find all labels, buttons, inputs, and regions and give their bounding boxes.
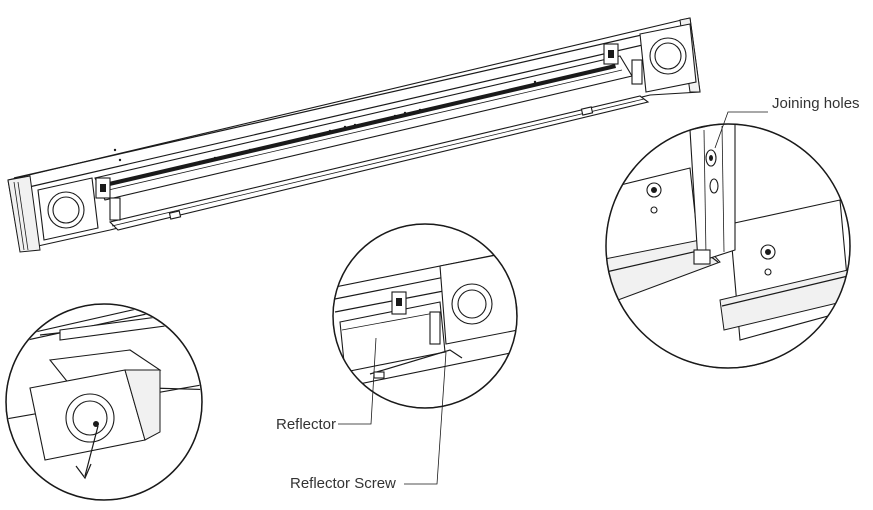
detail-reflector-screw [332, 223, 518, 409]
label-joining-holes: Joining holes [772, 95, 860, 112]
linear-fixture-housing [7, 17, 701, 253]
callout-reflector: Reflector [276, 337, 377, 433]
label-reflector: Reflector [276, 416, 336, 433]
detail-downlight-removal [5, 303, 203, 501]
callout-reflector-screw: Reflector Screw [290, 351, 447, 492]
detail-joining-holes [605, 123, 851, 369]
fixture-right-downlight [639, 23, 697, 93]
label-reflector-screw: Reflector Screw [290, 475, 396, 492]
callout-joining-holes: Joining holes [714, 95, 860, 149]
fixture-screw-dots [113, 80, 537, 164]
fixture-left-downlight [37, 177, 99, 241]
